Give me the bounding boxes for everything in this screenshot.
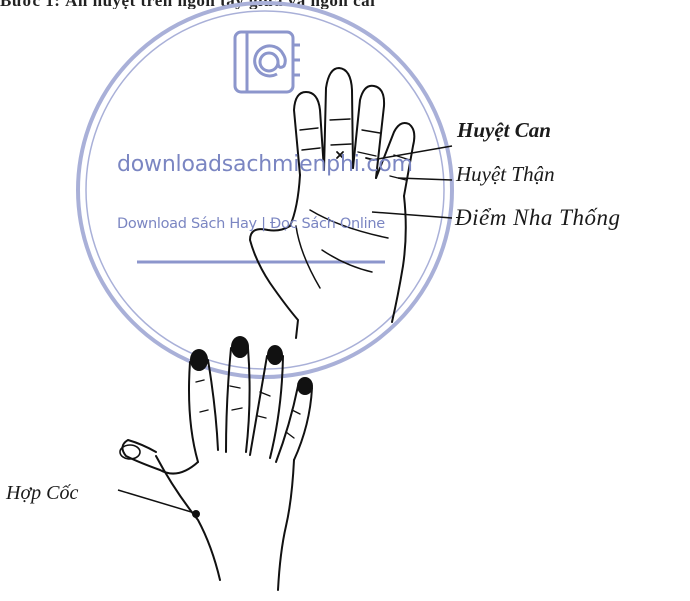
watermark-tagline: Download Sách Hay | Đọc Sách Online [117,216,385,232]
watermark-ring [78,3,452,377]
label-diem-nha-thong: Điểm Nha Thống [455,205,620,231]
label-huyet-than: Huyệt Thận [456,162,555,187]
lower-hand [120,337,312,590]
upper-hand [250,68,414,338]
watermark-site: downloadsachmienphi.com [117,152,413,177]
label-hop-coc: Hợp Cốc [6,482,78,505]
pointer-lines [118,146,452,514]
notebook-at-icon [235,32,300,92]
label-huyet-can: Huyệt Can [457,118,551,143]
